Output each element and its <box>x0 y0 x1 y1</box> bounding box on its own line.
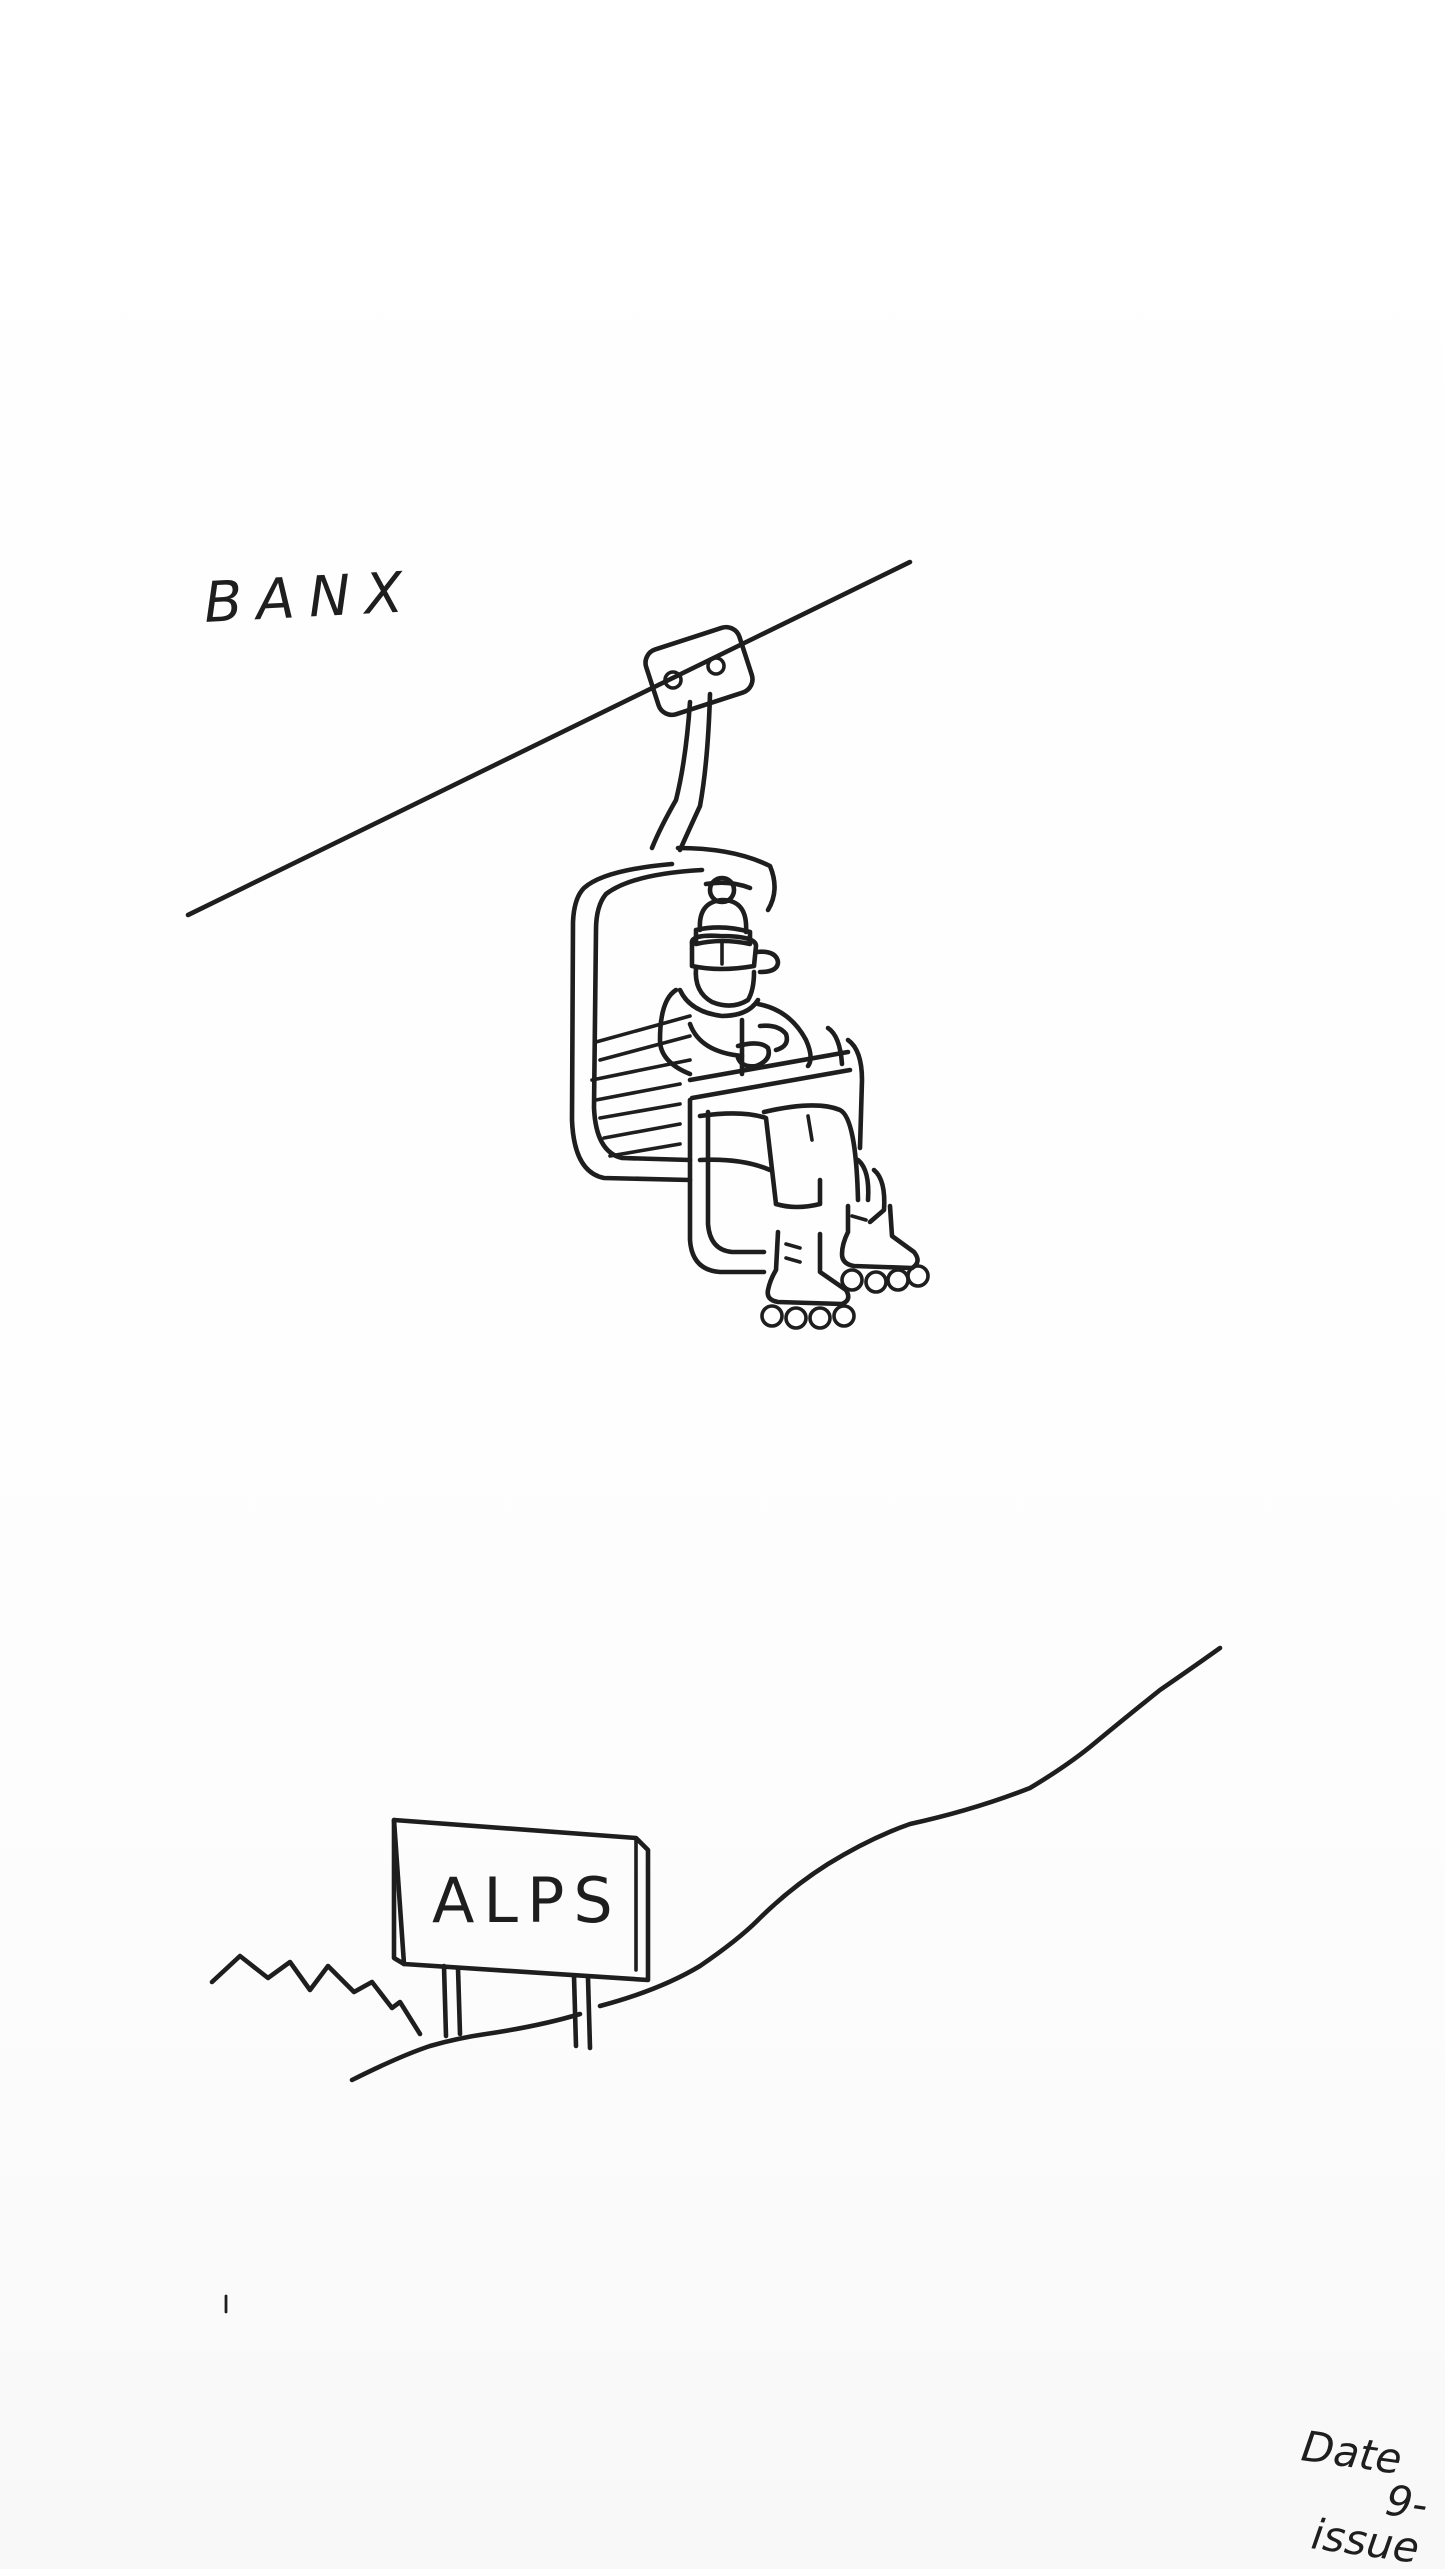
margin-note: Date 9- issue <box>1299 2421 1431 2569</box>
skier-figure <box>657 875 930 1330</box>
goggles-icon <box>689 933 759 972</box>
distant-mountains <box>209 1953 423 2037</box>
artist-signature: BANX <box>202 560 418 636</box>
hill-left <box>349 2011 583 2083</box>
chairlift-hanger <box>649 691 713 853</box>
alps-sign: ALPS <box>391 1817 651 2051</box>
note-number: 9- <box>1383 2475 1431 2529</box>
sign-label: ALPS <box>432 1864 622 1937</box>
ski-lift-cable <box>185 559 913 918</box>
cable-grip <box>643 624 755 718</box>
hill-right <box>597 1645 1223 2009</box>
right-inline-skate-icon <box>839 1203 930 1294</box>
left-inline-skate-icon <box>760 1229 856 1330</box>
chairlift-seat <box>569 845 887 1275</box>
